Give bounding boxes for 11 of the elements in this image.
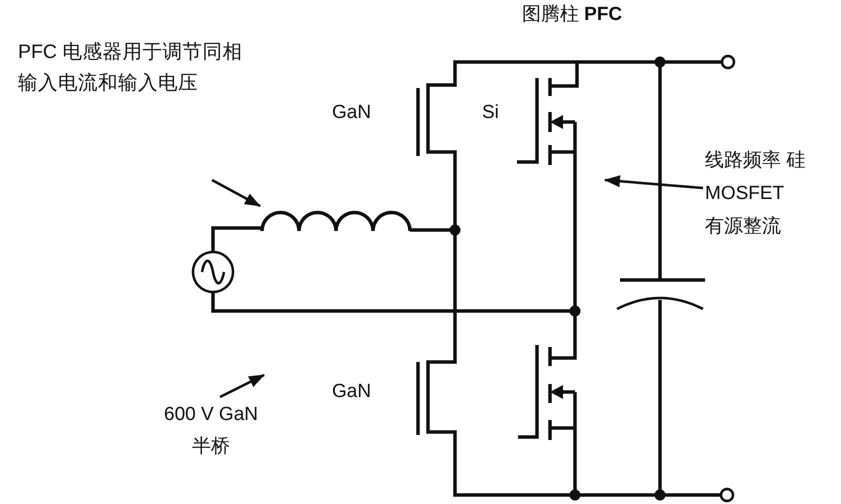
annotation-text: PFC 电感器用于调节同相输入电流和输入电压 [18, 40, 244, 96]
component-label: GaN [332, 380, 372, 404]
leader-arrow [219, 374, 265, 398]
inductor-symbol [260, 210, 412, 233]
diagram-title: 图腾柱 PFC [520, 3, 624, 27]
leader-arrow [211, 178, 261, 208]
component-label: Si [482, 101, 500, 125]
annotation-text: 线路频率 硅 MOSFET 有源整流 [705, 149, 806, 239]
component-label: GaN [332, 101, 372, 125]
annotation-text: 600 V GaN 半桥 [163, 403, 259, 459]
leader-arrow [604, 175, 704, 190]
